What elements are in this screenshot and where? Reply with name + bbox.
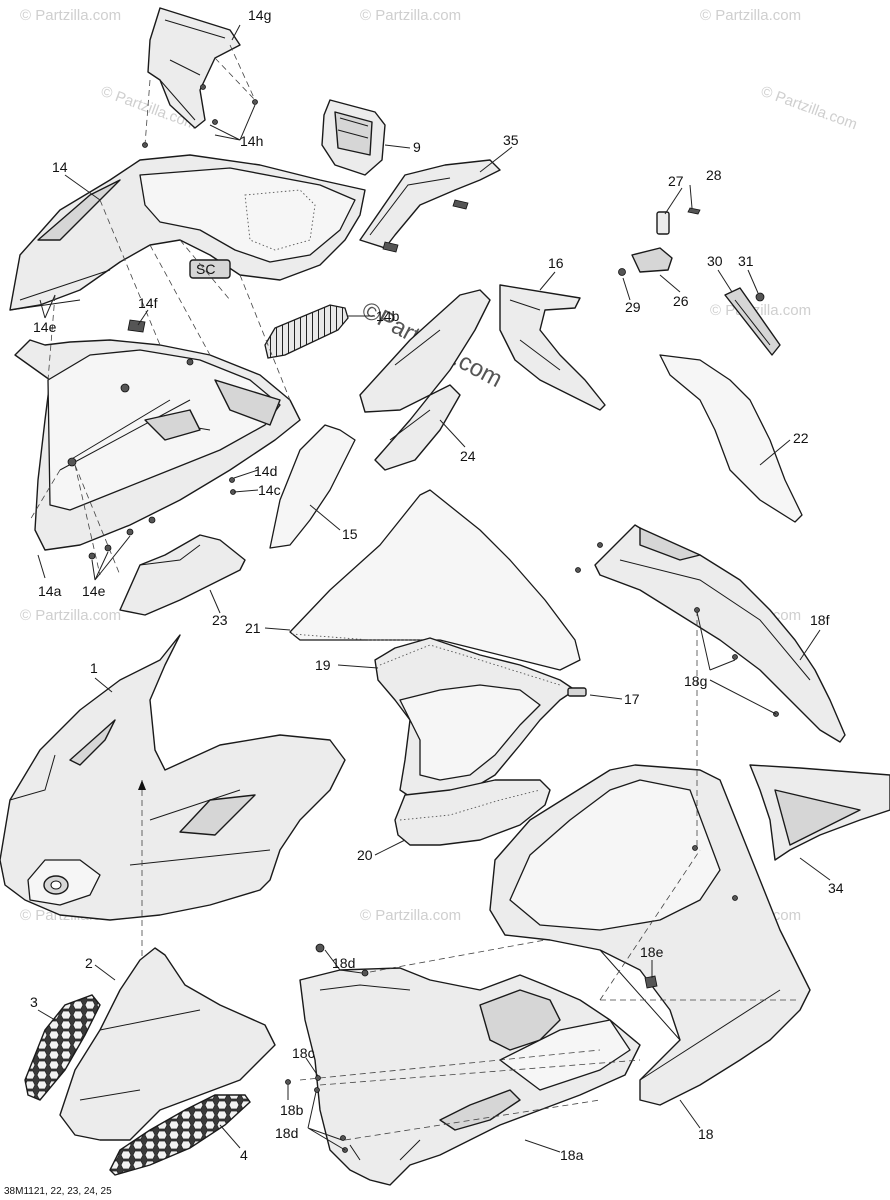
- part-30-strap[interactable]: [724, 287, 781, 356]
- watermark: © Partzilla.com: [20, 7, 121, 24]
- callout-20[interactable]: 20: [357, 847, 373, 863]
- callout-19[interactable]: 19: [315, 657, 331, 673]
- part-21-panel[interactable]: [289, 489, 581, 671]
- svg-text:SC: SC: [196, 261, 215, 277]
- part-18f-trim[interactable]: [575, 524, 846, 743]
- callout-14d[interactable]: 14d: [254, 463, 277, 479]
- callout-27[interactable]: 27: [668, 173, 684, 189]
- part-3-grille[interactable]: [24, 994, 101, 1101]
- watermark: © Partzilla.com: [759, 83, 860, 134]
- part-35-trim[interactable]: [359, 159, 501, 253]
- watermark: © Partzilla.com: [360, 907, 461, 924]
- part-14-hood-upper[interactable]: SC: [9, 154, 366, 311]
- callout-18d-bottom[interactable]: 18d: [275, 1125, 298, 1141]
- callout-14e-bottom[interactable]: 14e: [82, 583, 106, 599]
- callout-15[interactable]: 15: [342, 526, 358, 542]
- callout-35[interactable]: 35: [503, 132, 519, 148]
- callout-14b[interactable]: 14b: [376, 308, 400, 324]
- callout-14h[interactable]: 14h: [240, 133, 263, 149]
- callout-18c[interactable]: 18c: [292, 1045, 315, 1061]
- callout-18g[interactable]: 18g: [684, 673, 707, 689]
- part-14a-dash-lower[interactable]: [14, 319, 301, 560]
- callout-14[interactable]: 14: [52, 159, 68, 175]
- part-23-pad[interactable]: [119, 534, 246, 616]
- callout-14e-top[interactable]: 14e: [33, 319, 57, 335]
- part-24-cover[interactable]: [359, 289, 491, 471]
- part-14g-bracket[interactable]: [142, 7, 258, 148]
- part-4-grille[interactable]: [109, 1094, 251, 1176]
- part-18a-lower-cover[interactable]: [285, 939, 658, 1186]
- parts-26-29-bracket[interactable]: [618, 207, 701, 276]
- part-20-seal-bottom[interactable]: [394, 779, 551, 846]
- callout-4[interactable]: 4: [240, 1147, 248, 1163]
- callout-22[interactable]: 22: [793, 430, 809, 446]
- part-18-side-panel[interactable]: [489, 764, 811, 1106]
- assembly-lines-upper: [29, 199, 291, 576]
- callout-18a[interactable]: 18a: [560, 1147, 584, 1163]
- watermark: © Partzilla.com: [700, 7, 801, 24]
- leader-lines: [37, 24, 831, 1153]
- callout-18[interactable]: 18: [698, 1126, 714, 1142]
- callout-31[interactable]: 31: [738, 253, 754, 269]
- part-2-nose[interactable]: [59, 947, 276, 1141]
- watermark: © Partzilla.com: [20, 607, 121, 624]
- part-15-panel[interactable]: [269, 424, 356, 549]
- callout-9[interactable]: 9: [413, 139, 421, 155]
- callout-17[interactable]: 17: [624, 691, 640, 707]
- part-14b-vent[interactable]: [264, 304, 349, 359]
- assembly-lines-lower: [599, 610, 800, 1001]
- callout-18b[interactable]: 18b: [280, 1102, 304, 1118]
- callout-2[interactable]: 2: [85, 955, 93, 971]
- callout-18e[interactable]: 18e: [640, 944, 664, 960]
- part-34-panel[interactable]: [749, 764, 890, 861]
- callout-3[interactable]: 3: [30, 994, 38, 1010]
- callout-28[interactable]: 28: [706, 167, 722, 183]
- callout-14f[interactable]: 14f: [138, 295, 158, 311]
- part-16-side-panel[interactable]: [499, 284, 606, 411]
- part-19-seal[interactable]: [374, 637, 587, 801]
- callout-18f[interactable]: 18f: [810, 612, 830, 628]
- part-1-hood[interactable]: [0, 634, 346, 1030]
- callout-30[interactable]: 30: [707, 253, 723, 269]
- diagram-footer-code: 38M1121, 22, 23, 24, 25: [4, 1186, 112, 1197]
- callout-24[interactable]: 24: [460, 448, 476, 464]
- watermark: © Partzilla.com: [360, 7, 461, 24]
- callout-21[interactable]: 21: [245, 620, 261, 636]
- callout-23[interactable]: 23: [212, 612, 228, 628]
- callout-18d-top[interactable]: 18d: [332, 955, 355, 971]
- part-22-panel[interactable]: [659, 354, 803, 523]
- callout-16[interactable]: 16: [548, 255, 564, 271]
- callout-14a[interactable]: 14a: [38, 583, 62, 599]
- callout-26[interactable]: 26: [673, 293, 689, 309]
- callout-29[interactable]: 29: [625, 299, 641, 315]
- callout-34[interactable]: 34: [828, 880, 844, 896]
- callout-1[interactable]: 1: [90, 660, 98, 676]
- callout-14c[interactable]: 14c: [258, 482, 281, 498]
- callout-14g[interactable]: 14g: [248, 7, 271, 23]
- callout-labels: 14g 14h 9 35 14 27 28 16 30 31 29 26 14f…: [30, 7, 844, 1163]
- part-9-lens[interactable]: [321, 99, 386, 176]
